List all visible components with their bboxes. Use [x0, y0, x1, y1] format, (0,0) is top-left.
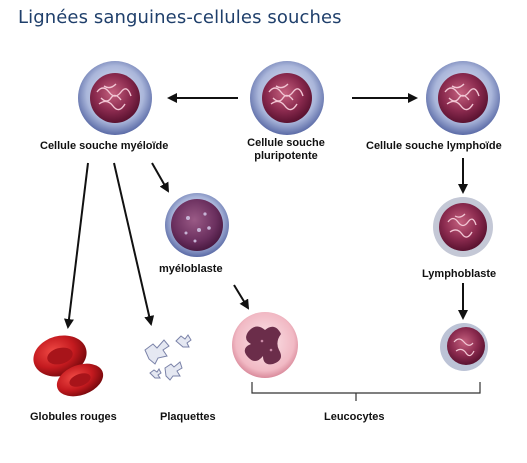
label-pluripotent-line2: pluripotente [254, 150, 318, 162]
label-platelets: Plaquettes [160, 411, 216, 423]
label-pluripotent-stem-cell: Cellule souche pluripotente [240, 137, 332, 163]
label-red-blood-cells: Globules rouges [30, 411, 117, 423]
leukocyte-granulocyte [232, 312, 298, 378]
leukocyte-lymphocyte [440, 323, 488, 371]
label-lymphoid-stem-cell: Cellule souche lymphoïde [366, 140, 502, 152]
page-title: Lignées sanguines-cellules souches [18, 7, 342, 28]
lymphoid-stem-cell [426, 61, 500, 135]
myeloid-stem-cell [78, 61, 152, 135]
label-myeloblast: myéloblaste [159, 263, 223, 275]
label-pluripotent-line1: Cellule souche [247, 137, 325, 149]
platelets [144, 334, 192, 381]
label-leukocytes: Leucocytes [324, 411, 385, 423]
leukocytes-bracket [251, 382, 481, 401]
label-lymphoblast: Lymphoblaste [422, 268, 497, 280]
lymphoblast-cell [433, 197, 493, 257]
red-blood-cells [33, 335, 104, 397]
myeloblast-cell [165, 193, 229, 257]
pluripotent-stem-cell [250, 61, 324, 135]
arrows [64, 93, 468, 329]
label-myeloid-stem-cell: Cellule souche myéloïde [40, 140, 169, 152]
